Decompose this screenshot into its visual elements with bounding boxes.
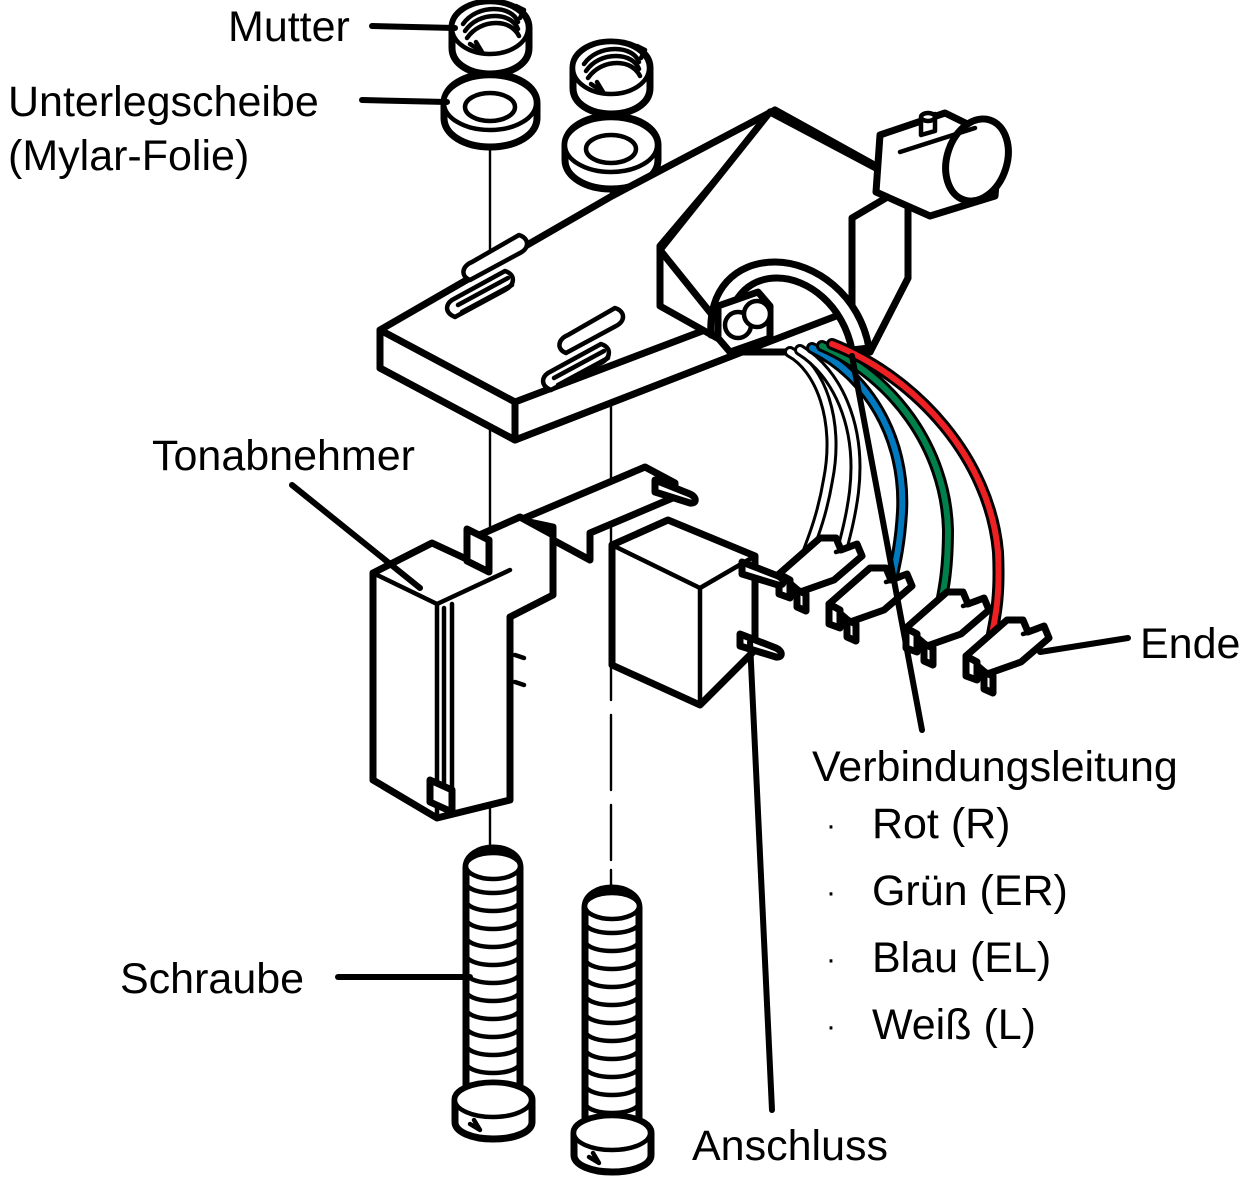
label-washer-line1: Unterlegscheibe [8, 78, 319, 126]
headshell-slot-right [540, 305, 626, 393]
list-item: · Grün (ER) [826, 867, 1068, 916]
label-terminal: Anschluss [692, 1122, 888, 1170]
leader-lines [289, 23, 1131, 1113]
list-item: · Blau (EL) [826, 934, 1068, 983]
terminal-connector [902, 588, 993, 669]
screw-left [451, 844, 536, 1143]
lead-wires [784, 338, 1005, 640]
list-item: · Weiß (L) [826, 1001, 1068, 1050]
finger-lift [707, 258, 873, 356]
headshell [376, 106, 1012, 444]
wire-color-list: · Rot (R) · Grün (ER) · Blau (EL) · Weiß… [826, 800, 1068, 1068]
headshell-slot-left [444, 232, 530, 320]
leader-terminal [747, 639, 775, 1113]
label-screw: Schraube [120, 955, 305, 1003]
washer-left [440, 70, 541, 151]
list-item: · Rot (R) [826, 800, 1068, 849]
leader-end [1037, 635, 1131, 655]
label-lead-wire: Verbindungsleitung [812, 743, 1178, 791]
bullet-icon: · [826, 876, 836, 909]
terminal-connector [962, 616, 1053, 697]
label-washer-line2: (Mylar-Folie) [8, 132, 250, 180]
label-cartridge: Tonabnehmer [152, 432, 415, 480]
wire-terminal-connectors [775, 534, 1053, 697]
nut-right [569, 38, 654, 118]
bullet-icon: · [826, 809, 836, 842]
wire-label-blue: Blau (EL) [871, 934, 1052, 982]
leader-nut [369, 23, 458, 31]
leader-leadwire [849, 353, 925, 733]
leader-washer [359, 97, 450, 105]
screw-right [570, 884, 655, 1176]
cartridge [369, 463, 787, 822]
wire-label-white: Weiß (L) [871, 1001, 1036, 1049]
wire-label-green: Grün (ER) [871, 867, 1068, 915]
label-end: Ende [1140, 620, 1241, 668]
bullet-icon: · [826, 943, 836, 976]
bullet-icon: · [826, 1010, 836, 1043]
label-nut: Mutter [228, 3, 350, 51]
washer-right [561, 112, 662, 193]
nut-left [448, 0, 533, 78]
leader-cartridge [289, 482, 423, 591]
wire-label-red: Rot (R) [871, 800, 1011, 848]
